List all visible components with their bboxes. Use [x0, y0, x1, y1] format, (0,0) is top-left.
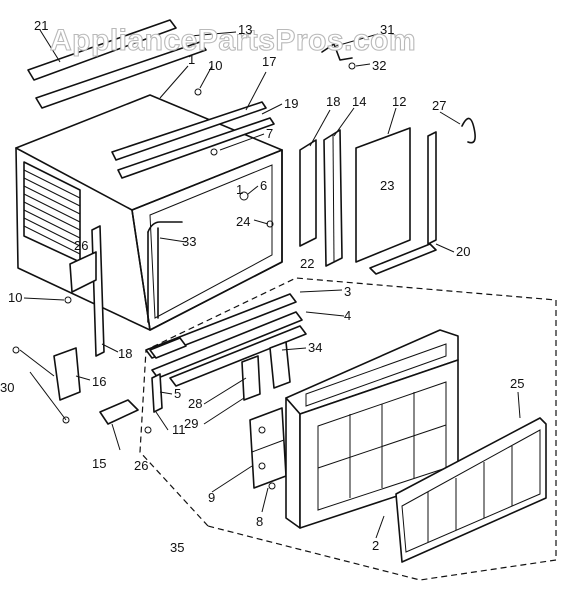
- part-label: 4: [344, 308, 351, 323]
- watermark-text: AppliancePartsPros.com: [50, 24, 416, 57]
- control-panel-9: [249, 407, 287, 490]
- part-label: 24: [236, 214, 250, 229]
- block-15: [99, 399, 139, 425]
- part-labels: 21 13 31 32 1 10 17 19 18 14 12 27 7 6 1…: [0, 18, 524, 555]
- side-louvers: [23, 161, 81, 263]
- part-label: 29: [184, 416, 198, 431]
- part-label: 14: [352, 94, 366, 109]
- part-label: 23: [380, 178, 394, 193]
- part-label: 33: [182, 234, 196, 249]
- part-label: 21: [34, 18, 48, 33]
- tube-33: [147, 221, 183, 323]
- panel-12: [355, 127, 411, 263]
- bracket-31: [321, 43, 356, 70]
- small-brackets: [151, 341, 291, 413]
- part-label: 10: [8, 290, 22, 305]
- top-strips: [111, 101, 275, 179]
- angle-strips: [369, 131, 437, 275]
- part-label: 32: [372, 58, 386, 73]
- clip-27: [461, 117, 476, 144]
- bracket-16: [19, 347, 81, 421]
- part-label: 5: [174, 386, 181, 401]
- part-label: 18: [118, 346, 132, 361]
- bracket-26: [69, 251, 97, 293]
- part-label: 2: [372, 538, 379, 553]
- part-label: 31: [380, 22, 394, 37]
- part-label: 15: [92, 456, 106, 471]
- part-label: 22: [300, 256, 314, 271]
- part-label: 1: [188, 52, 195, 67]
- assembly-boundary-35: [139, 277, 557, 581]
- part-label: 9: [208, 490, 215, 505]
- part-label: 3: [344, 284, 351, 299]
- part-label: 35: [170, 540, 184, 555]
- part-label: 28: [188, 396, 202, 411]
- part-label: 27: [432, 98, 446, 113]
- part-label: 10: [208, 58, 222, 73]
- filter-25: [395, 417, 547, 563]
- leader-lines: [23, 29, 521, 539]
- vertical-channels: [299, 129, 343, 267]
- part-label: 26: [134, 458, 148, 473]
- part-label: 25: [510, 376, 524, 391]
- part-label: 26: [74, 238, 88, 253]
- part-label: 12: [392, 94, 406, 109]
- top-rails: [27, 19, 207, 109]
- part-label: 17: [262, 54, 276, 69]
- part-label: 30: [0, 380, 14, 395]
- part-label: 18: [326, 94, 340, 109]
- part-label: 34: [308, 340, 322, 355]
- part-label: 7: [266, 126, 273, 141]
- part-label: 11: [172, 422, 186, 437]
- part-label: 13: [238, 22, 252, 37]
- part-label: 1: [236, 182, 243, 197]
- part-label: 20: [456, 244, 470, 259]
- rails-3-4: [145, 293, 307, 387]
- part-label: 16: [92, 374, 106, 389]
- part-label: 6: [260, 178, 267, 193]
- part-label: 19: [284, 96, 298, 111]
- part-label: 8: [256, 514, 263, 529]
